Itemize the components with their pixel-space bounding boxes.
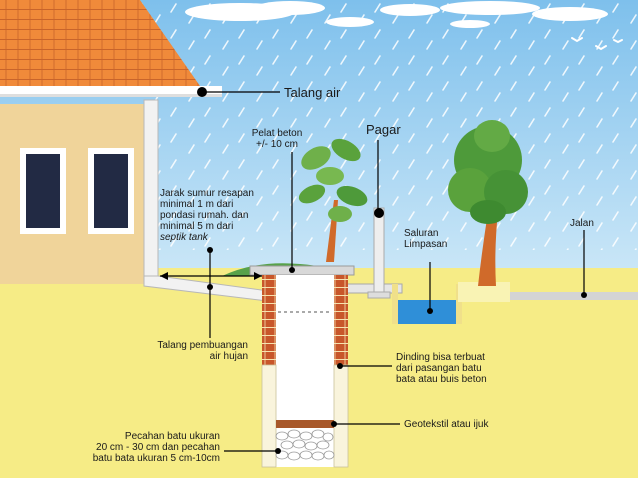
label-talang-pembuangan-line1: Talang pembuangan (157, 340, 248, 351)
label-pecahan-batu: Pecahan batu ukuran 20 cm - 30 cm dan pe… (60, 431, 220, 464)
window-right (94, 154, 128, 228)
roof-fascia (0, 86, 222, 94)
small-tree (298, 138, 368, 262)
label-talang-pembuangan: Talang pembuangan air hujan (136, 340, 248, 362)
label-pelat-beton-line2: +/- 10 cm (256, 139, 298, 150)
label-jarak-line4: minimal 5 m dari (160, 221, 234, 232)
label-jarak-line2: minimal 1 m dari (160, 199, 234, 210)
label-pecahan-line3: batu bata ukuran 5 cm-10cm (92, 453, 220, 464)
label-dinding: Dinding bisa terbuat dari pasangan batu … (396, 352, 487, 385)
runoff-channel (392, 284, 462, 324)
label-saluran-line1: Saluran (404, 228, 439, 239)
label-dinding-line2: dari pasangan batu (396, 363, 482, 374)
label-jarak-sumur: Jarak sumur resapan minimal 1 m dari pon… (160, 188, 254, 243)
label-talang-air: Talang air (284, 85, 341, 100)
label-jarak-line1: Jarak sumur resapan (160, 188, 254, 199)
label-geotekstil: Geotekstil atau ijuk (404, 419, 489, 430)
label-jarak-septik: septik tank (160, 232, 208, 243)
leader-dots (197, 87, 587, 454)
window-left (26, 154, 60, 228)
label-dinding-line1: Dinding bisa terbuat (396, 352, 485, 363)
water (398, 300, 456, 324)
big-tree (448, 120, 528, 286)
gravel-layer (275, 429, 335, 461)
rain (140, 0, 638, 250)
label-pelat-beton: Pelat beton +/- 10 cm (240, 128, 314, 150)
house-roof (0, 0, 200, 86)
label-jarak-line5: septik tank (160, 232, 254, 243)
leader-lines (160, 91, 585, 452)
clouds (185, 1, 608, 28)
geotextile-layer (276, 420, 334, 428)
arrow-right (254, 272, 262, 280)
label-saluran-line2: Limpasan (404, 239, 448, 250)
label-jarak-line3: pondasi rumah. dan (160, 210, 249, 221)
label-talang-pembuangan-line2: air hujan (209, 351, 248, 362)
label-dinding-line3: bata atau buis beton (396, 374, 487, 385)
birds (571, 37, 623, 51)
road (458, 282, 638, 302)
house (0, 0, 222, 284)
well (261, 275, 349, 468)
label-pecahan-line1: Pecahan batu ukuran (124, 431, 220, 442)
brick-wall-left (262, 275, 276, 365)
label-pelat-beton-line1: Pelat beton (251, 128, 303, 139)
brick-wall-right (334, 275, 348, 365)
label-saluran-limpasan: Saluran Limpasan (404, 228, 447, 250)
arrow-left (160, 272, 168, 280)
concrete-plate (249, 265, 355, 276)
label-pecahan-line2: 20 cm - 30 cm dan pecahan (96, 442, 220, 453)
label-pagar: Pagar (366, 122, 401, 137)
label-jalan: Jalan (570, 218, 594, 229)
